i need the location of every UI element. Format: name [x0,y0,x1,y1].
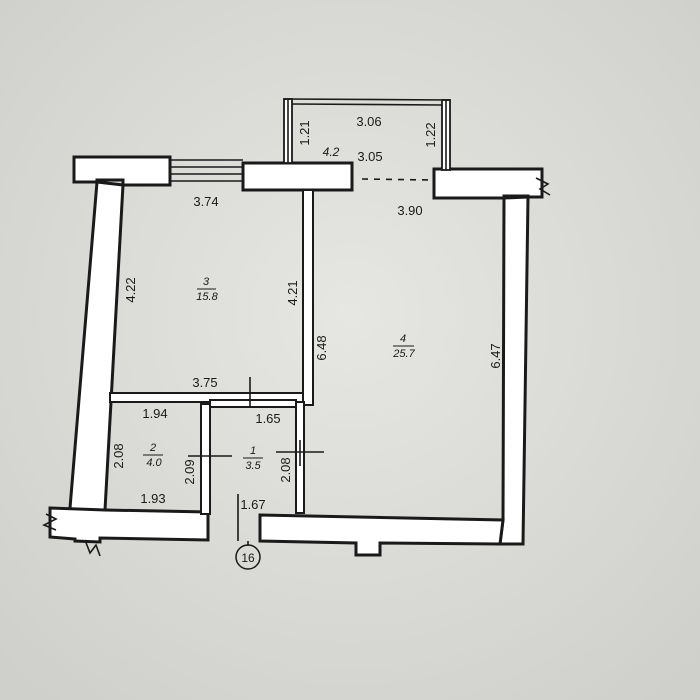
axis-marker: 16 [235,541,261,570]
room-3-area: 15.8 [196,291,218,303]
partition-room2-room1 [200,403,211,515]
dim-room3-top: 3.74 [193,194,218,209]
wall-bottom-right [258,513,505,557]
dim-room1-bottom: 1.67 [240,497,265,512]
room-1-label: 1 3.5 [243,445,263,472]
wall-break-bottom-left [42,513,58,531]
dim-room1-right: 2.08 [278,457,293,482]
room-1-number: 1 [250,445,256,457]
room-2-label: 2 4.0 [143,442,163,469]
dim-room4-top: 3.90 [397,203,422,218]
dim-room2-right: 2.09 [182,459,197,484]
dim-room1-top: 1.65 [255,411,280,426]
wall-top-right [432,167,544,200]
wall-break-bottom [84,539,101,557]
balcony-side-left: 1.21 [297,120,312,145]
partition-room3-room4 [302,189,314,406]
room-1-area: 3.5 [245,460,261,472]
window-top [170,159,243,182]
dim-room2-bottom: 1.93 [140,491,165,506]
balcony-width-top: 3.06 [356,114,381,129]
wall-top-left [72,155,172,187]
dim-room4-left: 6.48 [314,335,329,360]
room-4-number: 4 [400,333,406,345]
wall-break-top-right [535,177,551,196]
wall-bottom-left [48,506,210,544]
dim-room2-top: 1.94 [142,406,167,421]
balcony-number: 4.2 [323,145,340,159]
partition-bath-top [209,399,297,408]
axis-marker-label: 16 [241,551,255,565]
room-2-number: 2 [149,442,156,454]
dim-room2-left: 2.08 [111,443,126,468]
wall-top-middle [241,161,354,192]
balcony-width-inner: 3.05 [357,149,382,164]
partition-room3-bottom [109,392,304,403]
dim-room3-bottom: 3.75 [192,375,217,390]
dim-room3-right: 4.21 [285,280,300,305]
dim-room3-left: 4.22 [123,277,138,302]
wall-right [498,195,530,546]
room-3-number: 3 [203,276,210,288]
balcony-side-right: 1.22 [423,122,438,147]
room-2-area: 4.0 [146,457,162,469]
dim-room4-right: 6.47 [488,343,503,368]
room-3-label: 3 15.8 [196,276,218,303]
room-4-label: 4 25.7 [392,333,415,360]
room-4-area: 25.7 [392,348,415,360]
balcony [283,98,451,181]
